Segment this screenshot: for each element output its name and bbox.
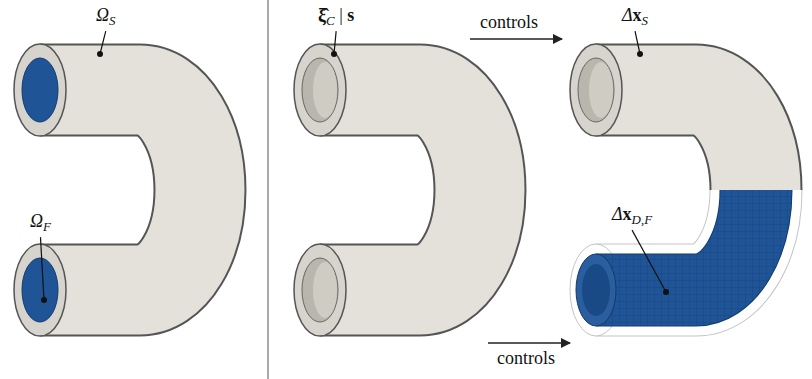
callout-label: ΔxS bbox=[622, 6, 648, 28]
pipe-middle bbox=[294, 44, 480, 336]
arrow-label: controls bbox=[480, 13, 538, 33]
leader-path bbox=[635, 31, 640, 54]
leader-path bbox=[632, 230, 666, 292]
leader-line bbox=[97, 31, 106, 57]
leader-dot bbox=[41, 297, 47, 303]
divider-line bbox=[268, 0, 269, 379]
arrow-label: controls bbox=[497, 349, 555, 369]
pipe-left bbox=[14, 44, 200, 336]
leader-dot bbox=[331, 51, 337, 57]
pipe-right bbox=[570, 44, 756, 336]
leader-line bbox=[632, 230, 669, 295]
leader-path bbox=[40, 237, 44, 300]
callout-label: ξ̂C | s bbox=[318, 6, 354, 28]
leader-path bbox=[334, 31, 336, 54]
leader-line bbox=[635, 31, 643, 57]
control-arrow bbox=[470, 38, 562, 39]
leader-dot bbox=[97, 51, 103, 57]
leader-path bbox=[100, 31, 106, 54]
callout-label: ΔxD,F bbox=[612, 205, 652, 227]
leader-dot bbox=[637, 51, 643, 57]
leader-line bbox=[331, 31, 337, 57]
control-arrow bbox=[488, 342, 570, 343]
callout-label: ΩF bbox=[30, 212, 51, 234]
callout-label: ΩS bbox=[96, 6, 116, 28]
leader-dot bbox=[663, 289, 669, 295]
leader-line bbox=[40, 237, 47, 303]
